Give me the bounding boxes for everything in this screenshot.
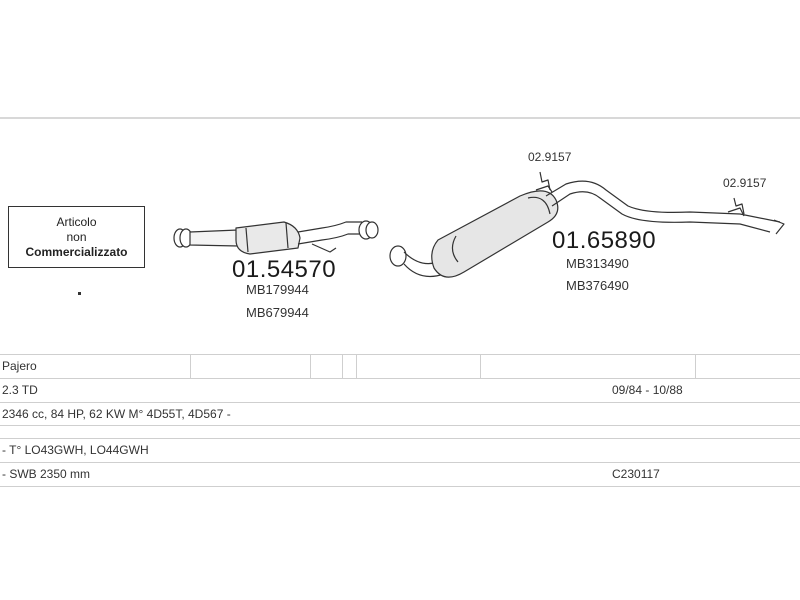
top-divider [0, 117, 800, 119]
not-commercialized-box: Articolo non Commercializzato [8, 206, 145, 268]
box-line-2: non [66, 229, 87, 244]
engine-specs: 2346 cc, 84 HP, 62 KW M° 4D55T, 4D567 - [2, 407, 231, 421]
clamp-2-code[interactable]: 02.9157 [723, 176, 767, 190]
front-pipe-code[interactable]: 01.54570 [232, 256, 337, 283]
wheelbase: - SWB 2350 mm [2, 467, 91, 481]
clamp-1-code[interactable]: 02.9157 [528, 150, 572, 164]
rear-silencer-drawing[interactable] [389, 180, 785, 278]
table-row: - SWB 2350 mm C230117 [0, 463, 800, 487]
table-row: Pajero [0, 355, 800, 379]
production-years: 09/84 - 10/88 [612, 383, 683, 397]
rear-silencer-ref-1: MB313490 [566, 256, 629, 271]
front-pipe-ref-2: MB679944 [246, 305, 309, 320]
table-row [0, 426, 800, 439]
table-row: 2346 cc, 84 HP, 62 KW M° 4D55T, 4D567 - [0, 403, 800, 426]
catalog-code: C230117 [612, 467, 660, 481]
front-pipe-drawing[interactable] [173, 220, 379, 255]
exhaust-diagram [173, 171, 785, 278]
rear-silencer-ref-2: MB376490 [566, 278, 629, 293]
type-codes: - T° LO43GWH, LO44GWH [2, 443, 149, 457]
engine-variant: 2.3 TD [2, 383, 38, 397]
front-pipe-ref-1: MB179944 [246, 282, 309, 297]
table-row: 2.3 TD 09/84 - 10/88 [0, 379, 800, 403]
model-name: Pajero [2, 359, 37, 373]
clamp-1-drawing[interactable] [535, 171, 553, 193]
table-row: - T° LO43GWH, LO44GWH [0, 439, 800, 463]
rear-silencer-code[interactable]: 01.65890 [552, 227, 657, 254]
small-dot-mark [78, 292, 81, 295]
clamp-2-drawing[interactable] [727, 197, 745, 217]
table-top-divider [0, 354, 800, 355]
box-line-1: Articolo [56, 214, 97, 229]
box-line-3: Commercializzato [25, 244, 128, 259]
